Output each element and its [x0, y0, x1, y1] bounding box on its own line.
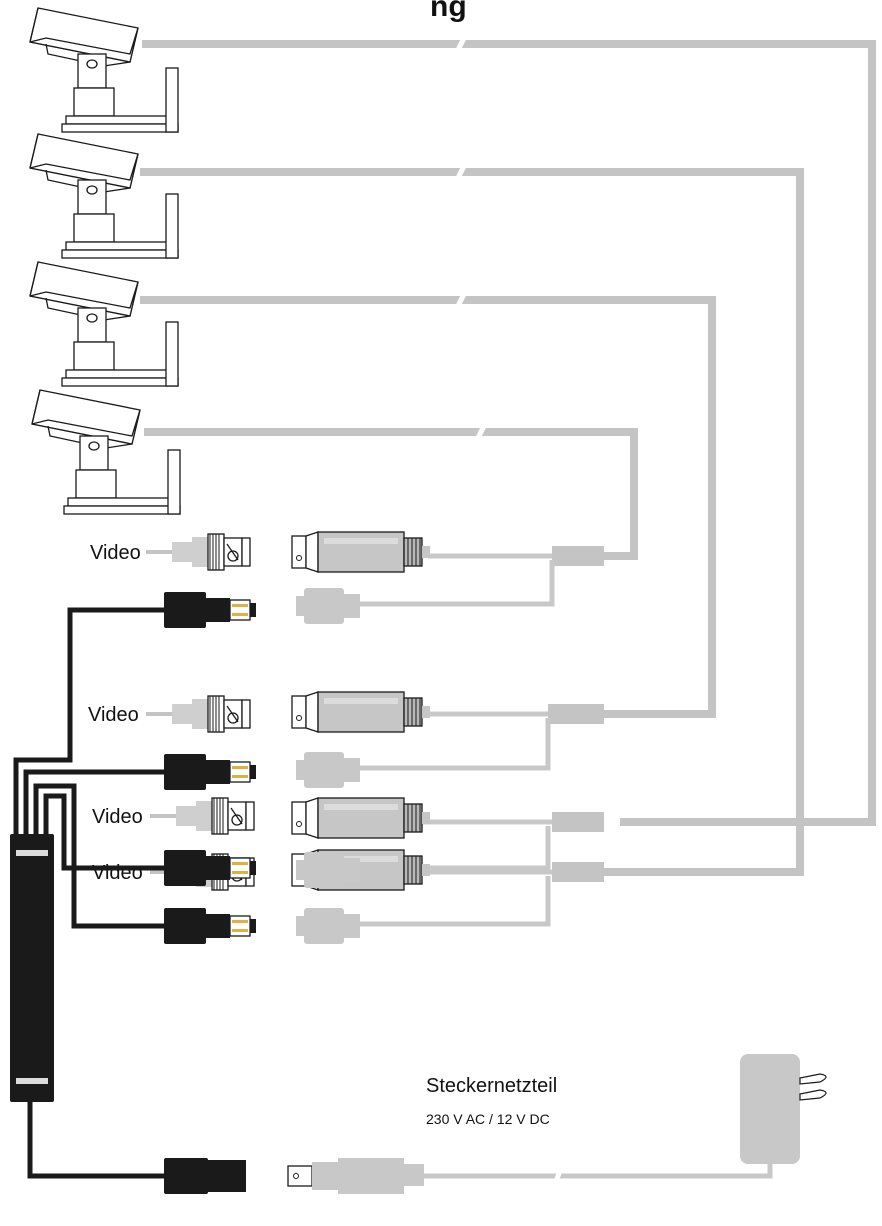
- break-mark: [453, 288, 469, 312]
- splitter-icon: [10, 834, 54, 1102]
- bnc-connector-icon: [291, 797, 431, 839]
- video-label-3: Video: [92, 862, 143, 884]
- dc-socket-icon: [296, 588, 360, 624]
- bnc-connector-icon: [291, 531, 431, 573]
- cable-camera-4: [144, 428, 638, 560]
- video-label-2: Video: [88, 704, 139, 726]
- bnc-connector-icon: [175, 797, 255, 835]
- power-harness: [10, 607, 164, 1179]
- break-mark: [473, 420, 489, 444]
- cable-camera-1: [142, 40, 876, 826]
- power-supply-label: Steckernetzteil: [426, 1075, 557, 1097]
- cable-camera-3: [140, 296, 716, 718]
- dc-plug-icon: [163, 907, 257, 945]
- dc-socket-icon: [296, 908, 360, 944]
- dc-plug-icon: [287, 1165, 313, 1187]
- camera-icon: [29, 7, 179, 133]
- dc-socket-icon: [164, 1158, 208, 1194]
- video-label-1: Video: [90, 542, 141, 564]
- bnc-connector-icon: [171, 695, 251, 733]
- camera-icon: [29, 261, 179, 387]
- camera-icon: [29, 133, 179, 259]
- video-label-4: Video: [92, 806, 143, 828]
- bnc-connector-icon: [291, 691, 431, 733]
- title-text: ng: [430, 0, 467, 23]
- dc-socket-icon: [296, 752, 360, 788]
- bnc-connector-icon: [171, 533, 251, 571]
- break-mark: [453, 32, 469, 56]
- splitter-icon: [552, 812, 604, 832]
- dc-plug-icon: [163, 753, 257, 791]
- cable-camera-2: [140, 168, 804, 876]
- power-supply-rating: 230 V AC / 12 V DC: [426, 1111, 550, 1127]
- break-mark: [453, 160, 469, 184]
- camera-cables: [140, 32, 876, 876]
- power-adapter-icon: [740, 1054, 827, 1164]
- camera-icon: [31, 389, 181, 515]
- splitter-icon: [552, 862, 604, 882]
- splitter-icon: [552, 546, 604, 566]
- splitter-icon: [548, 704, 604, 724]
- dc-plug-icon: [163, 591, 257, 629]
